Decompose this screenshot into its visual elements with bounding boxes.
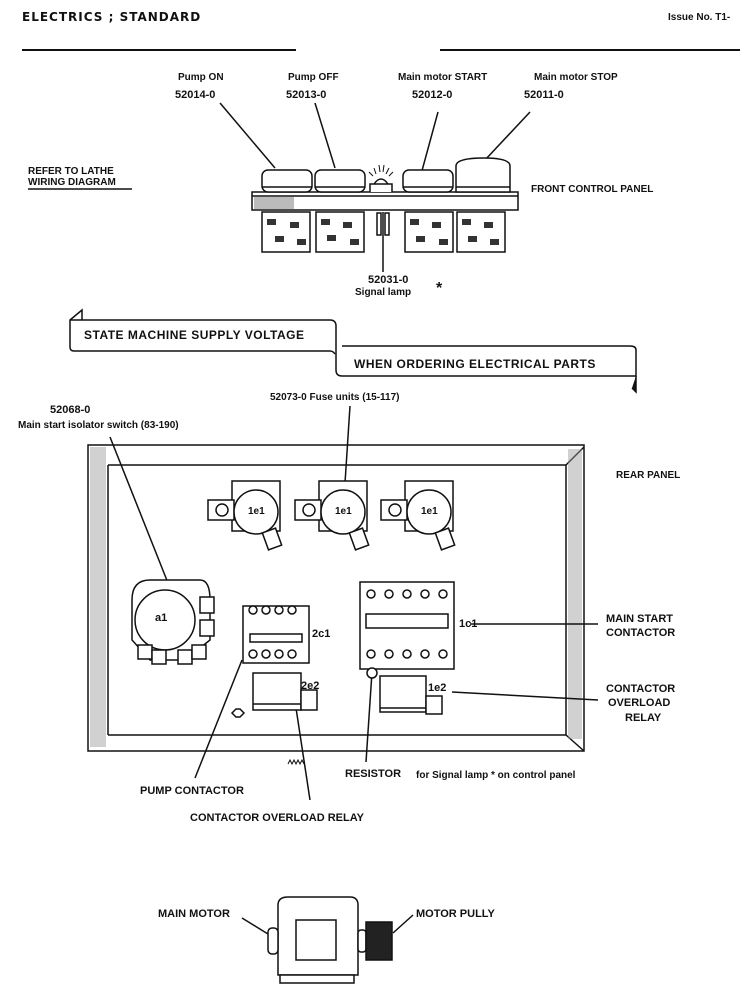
motor-start-button-cap xyxy=(402,169,454,193)
fuse-code-2: 1e1 xyxy=(335,506,352,517)
button-name-motor-stop: Main motor STOP xyxy=(534,72,618,83)
button-part-motor-stop: 52011-0 xyxy=(524,89,564,101)
pump-contactor-code: 2c1 xyxy=(312,628,331,640)
main-overload-label-1: CONTACTOR xyxy=(606,683,676,695)
resistor-note: for Signal lamp * on control panel xyxy=(416,770,576,781)
fuse-units-label: 52073-0 Fuse units (15-117) xyxy=(270,392,400,403)
signal-lamp-name: Signal lamp xyxy=(355,287,412,298)
front-control-panel-label: FRONT CONTROL PANEL xyxy=(531,184,654,195)
button-name-motor-start: Main motor START xyxy=(398,72,488,83)
isolator-name: Main start isolator switch (83-190) xyxy=(18,420,179,431)
main-motor-label: MAIN MOTOR xyxy=(158,908,230,920)
main-overload-label-3: RELAY xyxy=(625,712,662,724)
button-part-pump-on: 52014-0 xyxy=(175,89,216,101)
main-overload-label-2: OVERLOAD xyxy=(608,697,671,709)
banner-line2: WHEN ORDERING ELECTRICAL PARTS xyxy=(354,357,596,371)
wiring-note-line1: REFER TO LATHE xyxy=(28,166,114,177)
wiring-note-line2: WIRING DIAGRAM xyxy=(28,177,116,188)
resistor-symbol xyxy=(287,758,305,766)
pump-contactor-drawing xyxy=(242,605,318,711)
button-name-pump-on: Pump ON xyxy=(178,72,224,83)
main-overload-code: 1e2 xyxy=(428,682,447,694)
main-contactor-drawing xyxy=(359,581,455,715)
fuse-code-1: 1e1 xyxy=(248,506,265,517)
pump-overload-label: CONTACTOR OVERLOAD RELAY xyxy=(190,812,364,824)
pump-overload-code: 2e2 xyxy=(301,680,320,692)
resistor-label: RESISTOR xyxy=(345,768,402,780)
signal-lamp-part: 52031-0 xyxy=(368,274,409,286)
front-control-panel-drawing xyxy=(219,102,531,272)
pump-off-button-cap xyxy=(314,169,366,193)
motor-stop-button-cap xyxy=(455,157,511,193)
issue-number: Issue No. T1- xyxy=(668,12,731,23)
main-contactor-label-1: MAIN START xyxy=(606,613,674,625)
fuse-code-3: 1e1 xyxy=(421,506,438,517)
document-title: ELECTRICS ; STANDARD xyxy=(22,10,202,24)
button-part-pump-off: 52013-0 xyxy=(286,89,327,101)
motor-drawing xyxy=(241,896,414,984)
rear-panel-label: REAR PANEL xyxy=(616,470,681,481)
signal-lamp-asterisk: * xyxy=(436,280,443,297)
motor-pulley-label: MOTOR PULLY xyxy=(416,908,495,920)
fuse-drawings xyxy=(207,480,456,551)
isolator-switch-drawing xyxy=(131,579,215,665)
main-contactor-label-2: CONTACTOR xyxy=(606,627,676,639)
isolator-part: 52068-0 xyxy=(50,404,91,416)
pump-on-button-cap xyxy=(261,169,313,193)
button-part-motor-start: 52012-0 xyxy=(412,89,453,101)
button-name-pump-off: Pump OFF xyxy=(288,72,339,83)
main-contactor-code: 1c1 xyxy=(459,618,478,630)
isolator-code: a1 xyxy=(155,612,168,624)
pump-contactor-label: PUMP CONTACTOR xyxy=(140,785,244,797)
signal-lamp-drawing xyxy=(369,178,393,192)
banner-drawing xyxy=(69,308,637,394)
rear-panel-drawing xyxy=(87,405,599,801)
banner-line1: STATE MACHINE SUPPLY VOLTAGE xyxy=(84,328,305,342)
